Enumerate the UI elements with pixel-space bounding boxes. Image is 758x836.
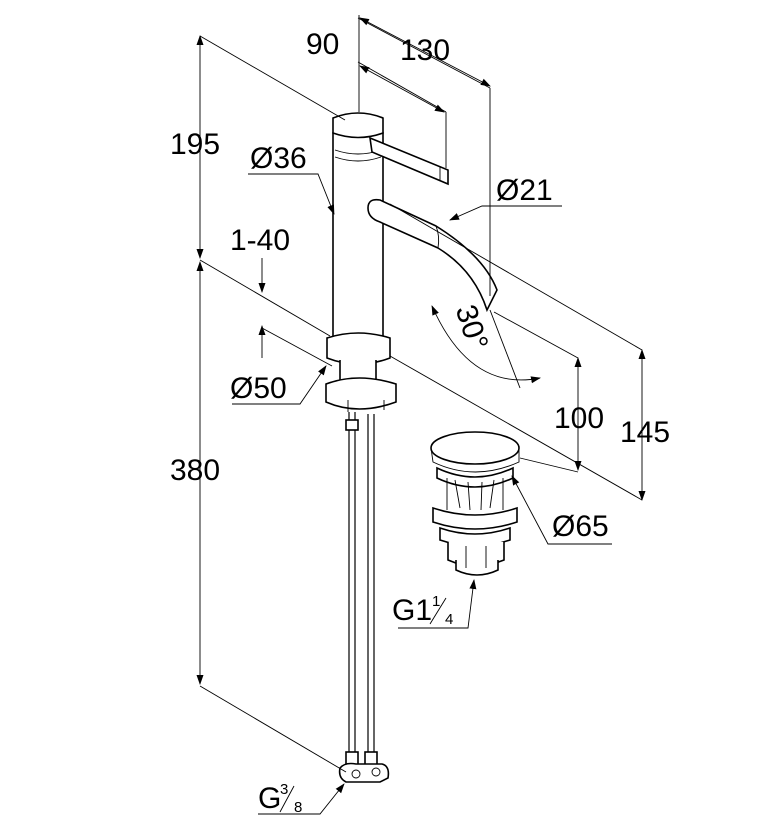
thread-supply-leader (258, 783, 345, 815)
mounting-nut (325, 377, 397, 410)
waste-valve (430, 431, 520, 576)
hose-fitting (338, 762, 390, 783)
dimension-labels: 90 130 195 Ø36 Ø21 1-40 30° Ø50 100 145 … (170, 28, 670, 816)
dimension-lines (196, 15, 646, 815)
label-thread-waste: G1 1 4 (392, 593, 453, 628)
label-195: 195 (170, 128, 220, 161)
dim-30-arc (431, 305, 541, 384)
label-130: 130 (400, 34, 450, 67)
base-rosette (326, 332, 391, 365)
label-380: 380 (170, 454, 220, 487)
label-36: Ø36 (250, 142, 307, 175)
faucet-column (332, 132, 384, 339)
hose-connector (345, 419, 359, 431)
faucet-cap (332, 112, 384, 139)
lever-handle (369, 136, 449, 186)
faucet-body (325, 112, 498, 783)
spout (367, 198, 498, 313)
label-1-40: 1-40 (230, 224, 290, 257)
svg-text:G: G (258, 782, 281, 815)
dim-50-leader (232, 365, 327, 405)
dim-130-line (359, 17, 491, 87)
label-21: Ø21 (496, 174, 553, 207)
label-145: 145 (620, 416, 670, 449)
svg-text:1: 1 (432, 593, 440, 610)
label-90: 90 (306, 28, 339, 61)
dim-90-line (359, 65, 445, 113)
svg-text:3: 3 (280, 781, 288, 798)
dim-65-leader (511, 475, 612, 545)
label-65: Ø65 (552, 510, 609, 543)
label-thread-supply: G 3 8 (258, 781, 302, 816)
svg-text:8: 8 (294, 799, 302, 816)
label-100: 100 (554, 402, 604, 435)
svg-text:G1: G1 (392, 594, 432, 627)
waste-plug-cap (430, 431, 520, 465)
dim-36-leader (248, 173, 335, 215)
dim-21-leader (449, 205, 562, 221)
thread-waste-leader (398, 579, 477, 629)
svg-text:4: 4 (445, 611, 453, 628)
label-50: Ø50 (230, 372, 287, 405)
